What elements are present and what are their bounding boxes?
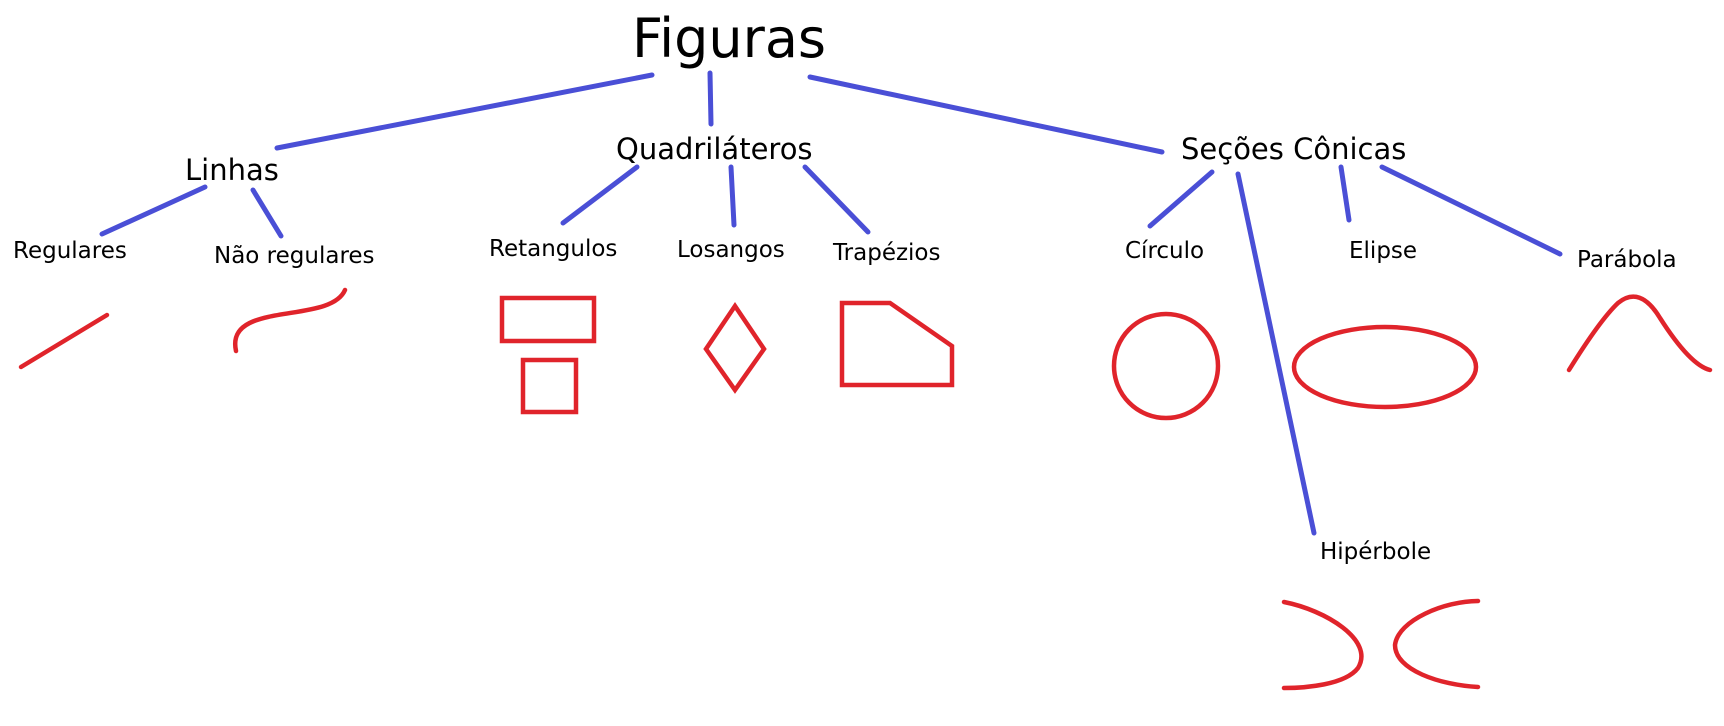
connector-figuras-secoes-conicas: [807, 74, 1165, 155]
connector-linhas-nao-regulares: [250, 187, 284, 239]
hyperbola-left-branch-shape: [1281, 599, 1364, 691]
connector-figuras-linhas: [274, 72, 655, 151]
category-label-quadrilateros: Quadriláteros: [616, 132, 813, 166]
connector-conicas-hiperbole: [1235, 171, 1317, 536]
connector-figuras-quadrilateros: [707, 70, 714, 127]
rhombus-shape: [703, 301, 767, 394]
straight-line-shape: [18, 312, 110, 370]
leaf-label-regulares: Regulares: [13, 238, 127, 264]
connector-quadrilateros-losangos: [728, 164, 737, 228]
leaf-label-retangulos: Retangulos: [489, 236, 618, 262]
category-label-linhas: Linhas: [185, 153, 279, 187]
connector-linhas-regulares: [99, 184, 208, 237]
connectors: [99, 70, 1563, 536]
parabola-shape: [1566, 294, 1713, 373]
leaf-label-nao-regulares: Não regulares: [214, 243, 375, 269]
wavy-line-shape: [233, 287, 348, 354]
connector-conicas-parabola: [1379, 164, 1563, 257]
hyperbola-right-branch-shape: [1392, 598, 1481, 690]
diagram-title: Figuras: [632, 7, 827, 70]
rectangle-wide-shape: [499, 295, 597, 344]
circle-shape: [1111, 311, 1221, 421]
ellipse-shape: [1291, 324, 1479, 410]
connector-quadrilateros-retangulos: [560, 164, 640, 226]
connector-conicas-elipse: [1338, 164, 1352, 223]
connector-quadrilateros-trapezios: [802, 164, 871, 235]
category-label-secoes-conicas: Seções Cônicas: [1181, 132, 1407, 166]
leaf-label-losangos: Losangos: [677, 237, 785, 263]
leaf-label-trapezios: Trapézios: [833, 240, 941, 266]
rectangle-square-shape: [520, 357, 579, 415]
leaf-label-elipse: Elipse: [1349, 238, 1418, 264]
connector-conicas-circulo: [1147, 169, 1215, 229]
shapes: [18, 287, 1713, 691]
leaf-label-hiperbole: Hipérbole: [1320, 539, 1432, 565]
trapezoid-shape: [839, 300, 955, 388]
leaf-label-parabola: Parábola: [1577, 247, 1677, 273]
leaf-label-circulo: Círculo: [1125, 238, 1205, 264]
